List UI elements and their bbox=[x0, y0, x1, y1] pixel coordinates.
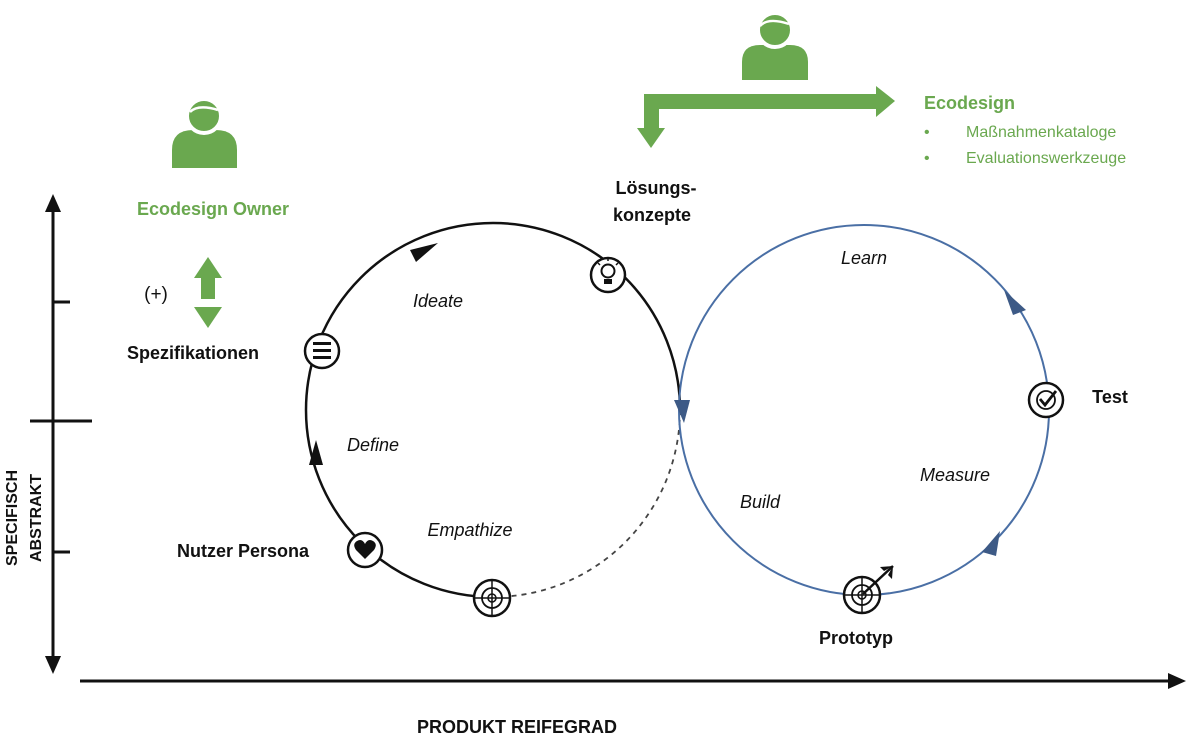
owner-person-icon bbox=[172, 97, 237, 168]
ecodesign-bullet: • bbox=[924, 150, 930, 167]
y-axis-arrow-up-icon bbox=[45, 194, 61, 212]
phase-measure: Measure bbox=[920, 465, 990, 485]
label-test: Test bbox=[1092, 387, 1128, 407]
phase-define: Define bbox=[347, 435, 399, 455]
y-axis-label-specifisch: SPECIFISCH bbox=[4, 470, 21, 566]
loop-arrow-icon bbox=[410, 243, 438, 262]
phase-ideate: Ideate bbox=[413, 291, 463, 311]
ecodesign-item-massnahmenkataloge: Maßnahmenkataloge bbox=[966, 124, 1116, 141]
phase-empathize: Empathize bbox=[427, 520, 512, 540]
loop-arrow-icon bbox=[982, 531, 1000, 556]
y-axis bbox=[30, 194, 92, 674]
lightbulb-icon bbox=[589, 256, 627, 294]
build-measure-learn-loop bbox=[674, 224, 1050, 596]
phase-build: Build bbox=[740, 492, 781, 512]
heart-icon bbox=[346, 531, 384, 569]
label-prototyp: Prototyp bbox=[819, 628, 893, 648]
ecodesign-person-icon bbox=[742, 11, 808, 80]
checkmark-icon bbox=[1027, 381, 1065, 419]
y-axis-label: SPECIFISCH ABSTRAKT bbox=[4, 470, 45, 566]
double-arrow-icon bbox=[194, 257, 222, 328]
y-axis-label-abstrakt: ABSTRAKT bbox=[28, 474, 45, 562]
label-nutzer-persona: Nutzer Persona bbox=[177, 541, 310, 561]
ecodesign-title: Ecodesign bbox=[924, 93, 1015, 113]
y-axis-arrow-down-icon bbox=[45, 656, 61, 674]
list-icon bbox=[303, 332, 341, 370]
label-spezifikationen: Spezifikationen bbox=[127, 343, 259, 363]
x-axis-arrow-right-icon bbox=[1168, 673, 1186, 689]
loop-arrow-icon bbox=[1004, 290, 1026, 315]
loop-arrow-icon bbox=[309, 440, 323, 465]
label-loesungs-line2: konzepte bbox=[613, 205, 691, 225]
owner-plus: (+) bbox=[144, 284, 168, 305]
dart-target-icon bbox=[842, 565, 894, 615]
owner-title: Ecodesign Owner bbox=[137, 199, 289, 219]
label-loesungs-line1: Lösungs- bbox=[616, 178, 697, 198]
loop-arrow-icon bbox=[674, 400, 690, 423]
x-axis bbox=[80, 673, 1186, 689]
ecodesign-bullet: • bbox=[924, 124, 930, 141]
ecodesign-flow-arrow-icon bbox=[637, 86, 895, 148]
target-icon bbox=[472, 578, 512, 618]
x-axis-label: PRODUKT REIFEGRAD bbox=[417, 717, 617, 737]
ecodesign-item-evaluationswerkzeuge: Evaluationswerkzeuge bbox=[966, 150, 1126, 167]
phase-learn: Learn bbox=[841, 248, 887, 268]
